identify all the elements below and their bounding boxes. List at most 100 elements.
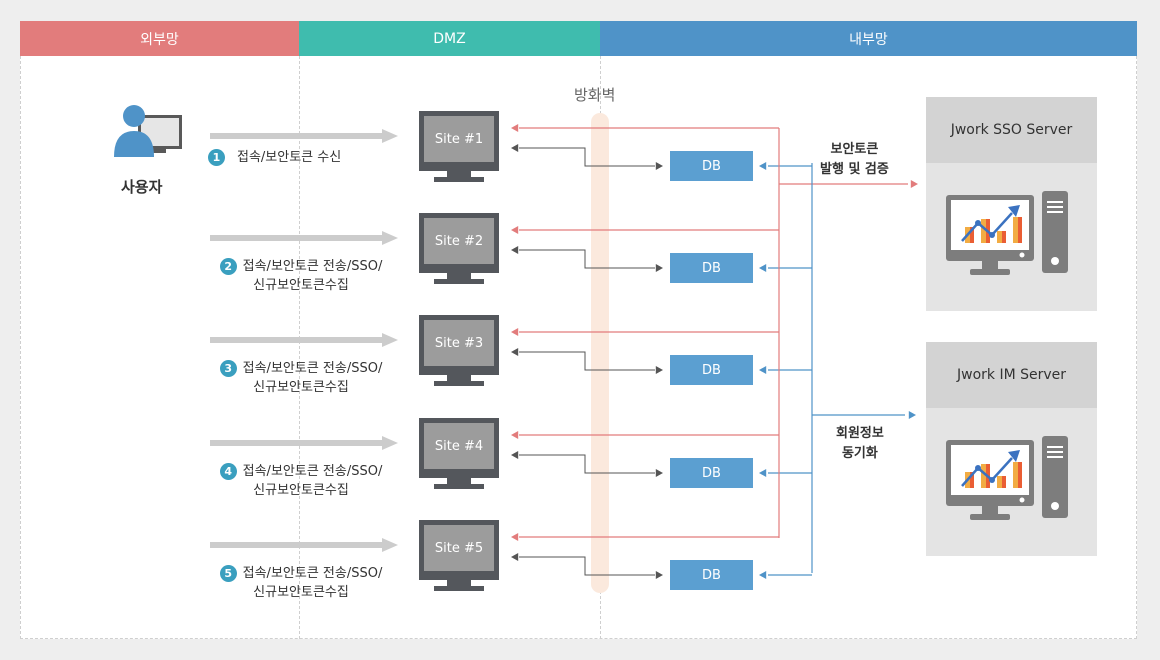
step-text-line1: 접속/보안토큰 전송/SSO/ xyxy=(242,361,383,376)
site-db-line xyxy=(519,147,655,167)
site-monitor[interactable]: Site #2 xyxy=(419,213,499,284)
site-db-arrow-left xyxy=(511,144,519,152)
step-text-line1: 접속/보안토큰 전송/SSO/ xyxy=(242,259,383,274)
step-text-line2: 신규보안토큰수집 xyxy=(253,585,349,600)
step-number-badge: 4 xyxy=(219,463,237,480)
site-db-arrow-left xyxy=(511,451,519,459)
access-arrow-shaft xyxy=(210,337,382,343)
token-to-sso-arrow xyxy=(910,180,918,188)
step-number-badge: 3 xyxy=(219,360,237,377)
site-db-arrow-left xyxy=(511,553,519,561)
site-db-line xyxy=(519,556,655,576)
site-monitor[interactable]: Site #3 xyxy=(419,315,499,386)
access-arrow-shaft xyxy=(210,133,382,139)
db-box[interactable]: DB xyxy=(670,151,753,181)
step-label: 5 접속/보안토큰 전송/SSO/신규보안토큰수집 xyxy=(206,564,396,602)
step-label: 1 접속/보안토큰 수신 xyxy=(208,148,341,167)
site-label: Site #2 xyxy=(424,218,494,264)
site-monitor[interactable]: Site #1 xyxy=(419,111,499,182)
step-text-line1: 접속/보안토큰 전송/SSO/ xyxy=(242,464,383,479)
site-monitor[interactable]: Site #5 xyxy=(419,520,499,591)
monitor-base xyxy=(434,279,484,284)
token-label: 보안토큰 발행 및 검증 xyxy=(820,140,889,180)
monitor-neck xyxy=(447,478,471,484)
token-arrow-head xyxy=(511,431,519,439)
site-db-arrow-left xyxy=(511,246,519,254)
site-db-line xyxy=(519,249,655,269)
step-text-line2: 신규보안토큰수집 xyxy=(253,278,349,293)
step-label: 3 접속/보안토큰 전송/SSO/신규보안토큰수집 xyxy=(206,359,396,397)
site-db-arrow-right xyxy=(655,469,663,477)
step-number-badge: 5 xyxy=(219,565,237,582)
token-arrow-head xyxy=(511,124,519,132)
token-label-line2: 발행 및 검증 xyxy=(820,162,889,177)
firewall-label: 방화벽 xyxy=(574,86,616,104)
access-arrow-head xyxy=(382,129,398,143)
db-box[interactable]: DB xyxy=(670,560,753,590)
monitor-neck xyxy=(447,580,471,586)
sso-server-box: Jwork SSO Server xyxy=(926,97,1097,311)
monitor-base xyxy=(434,381,484,386)
site-db-line xyxy=(519,351,655,371)
sync-arrow-head xyxy=(759,366,767,374)
site-label: Site #3 xyxy=(424,320,494,366)
site-monitor[interactable]: Site #4 xyxy=(419,418,499,489)
sync-label-line2: 동기화 xyxy=(841,446,878,461)
monitor-base xyxy=(434,177,484,182)
sync-arrow-head xyxy=(759,264,767,272)
server-analytics-icon xyxy=(946,436,1076,530)
step-number-badge: 1 xyxy=(208,149,225,166)
sync-label: 회원정보 동기화 xyxy=(836,424,884,464)
sync-to-im-arrow xyxy=(908,411,916,419)
monitor-neck xyxy=(447,273,471,279)
zone-internal-header: 내부망 xyxy=(600,21,1137,56)
db-box[interactable]: DB xyxy=(670,355,753,385)
im-server-title: Jwork IM Server xyxy=(926,342,1097,408)
access-arrow-shaft xyxy=(210,440,382,446)
im-server-box: Jwork IM Server xyxy=(926,342,1097,556)
sync-label-line1: 회원정보 xyxy=(836,426,884,441)
step-text-line2: 신규보안토큰수집 xyxy=(253,483,349,498)
monitor-base xyxy=(434,484,484,489)
access-arrow-head xyxy=(382,231,398,245)
access-arrow-shaft xyxy=(210,542,382,548)
site-db-arrow-left xyxy=(511,348,519,356)
db-box[interactable]: DB xyxy=(670,458,753,488)
site-db-arrow-right xyxy=(655,571,663,579)
sync-arrow-head xyxy=(759,162,767,170)
token-label-line1: 보안토큰 xyxy=(830,142,879,157)
sync-arrow-head xyxy=(759,469,767,477)
step-label: 4 접속/보안토큰 전송/SSO/신규보안토큰수집 xyxy=(206,462,396,500)
site-db-line xyxy=(519,454,655,474)
site-label: Site #1 xyxy=(424,116,494,162)
site-db-arrow-right xyxy=(655,162,663,170)
zone-dmz-header: DMZ xyxy=(299,21,600,56)
monitor-base xyxy=(434,586,484,591)
step-label: 2 접속/보안토큰 전송/SSO/신규보안토큰수집 xyxy=(206,257,396,295)
db-box[interactable]: DB xyxy=(670,253,753,283)
site-label: Site #5 xyxy=(424,525,494,571)
step-number-badge: 2 xyxy=(219,258,237,275)
zone-external-header: 외부망 xyxy=(20,21,299,56)
site-label: Site #4 xyxy=(424,423,494,469)
token-arrow-head xyxy=(511,533,519,541)
site-db-arrow-right xyxy=(655,366,663,374)
user-label: 사용자 xyxy=(121,178,163,196)
step-text-line1: 접속/보안토큰 수신 xyxy=(237,150,342,165)
access-arrow-head xyxy=(382,538,398,552)
access-arrow-shaft xyxy=(210,235,382,241)
access-arrow-head xyxy=(382,333,398,347)
step-text-line1: 접속/보안토큰 전송/SSO/ xyxy=(242,566,383,581)
sync-arrow-head xyxy=(759,571,767,579)
user-computer-icon xyxy=(112,103,184,159)
site-db-arrow-right xyxy=(655,264,663,272)
token-arrow-head xyxy=(511,328,519,336)
sso-server-title: Jwork SSO Server xyxy=(926,97,1097,163)
server-analytics-icon xyxy=(946,191,1076,285)
monitor-neck xyxy=(447,171,471,177)
monitor-neck xyxy=(447,375,471,381)
token-arrow-head xyxy=(511,226,519,234)
step-text-line2: 신규보안토큰수집 xyxy=(253,380,349,395)
access-arrow-head xyxy=(382,436,398,450)
